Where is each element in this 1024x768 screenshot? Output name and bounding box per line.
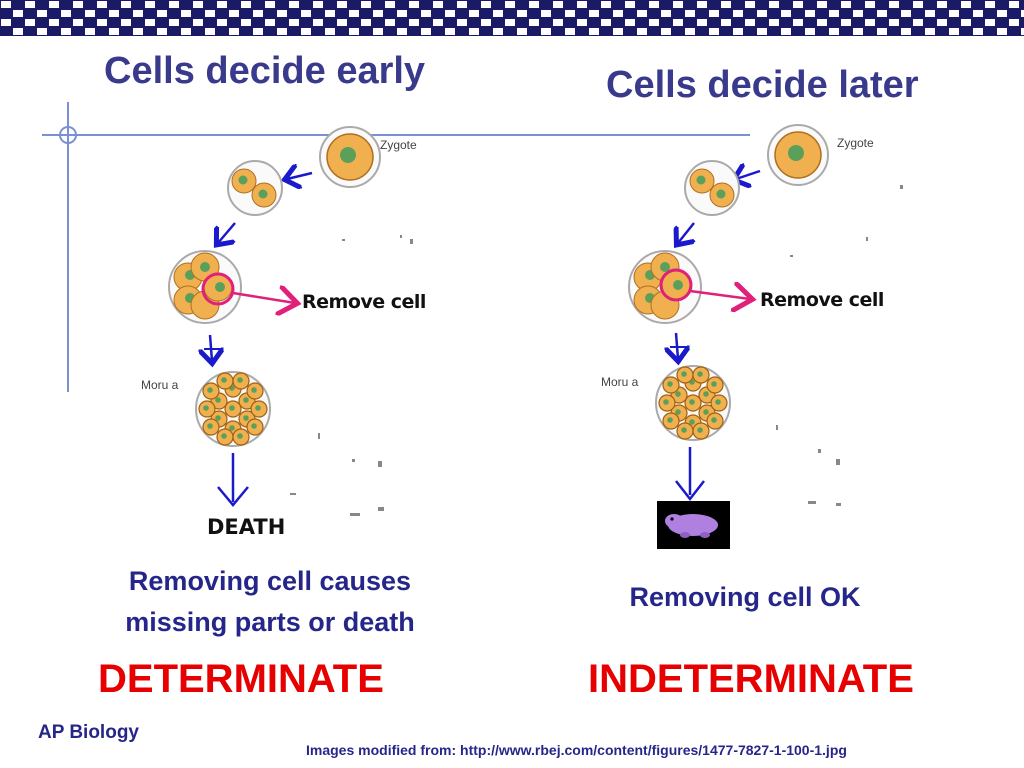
image-credit: Images modified from: http://www.rbej.co… xyxy=(306,742,847,758)
determinate-label: DETERMINATE xyxy=(98,657,384,702)
arrow-icon xyxy=(736,171,760,179)
zygote-cell xyxy=(768,125,828,185)
zygote-label: Zygote xyxy=(837,136,874,150)
morula-label: Moru a xyxy=(601,375,638,389)
zygote-label: Zygote xyxy=(380,138,417,152)
remove-cell-label: Remove cell xyxy=(302,291,426,313)
two-cell-stage xyxy=(228,161,282,215)
death-label: DEATH xyxy=(207,515,285,539)
two-cell-stage xyxy=(685,161,739,215)
arrow-icon xyxy=(678,223,694,243)
organism-icon xyxy=(657,501,730,549)
four-cell-stage xyxy=(169,251,241,323)
morula-stage xyxy=(196,372,270,446)
left-caption: Removing cell causes missing parts or de… xyxy=(60,561,480,643)
arrow-icon xyxy=(218,223,235,243)
right-title: Cells decide later xyxy=(606,64,919,107)
left-caption-line1: Removing cell causes xyxy=(60,561,480,602)
course-label: AP Biology xyxy=(38,722,139,744)
indeterminate-label: INDETERMINATE xyxy=(588,657,914,702)
remove-cell-label: Remove cell xyxy=(760,289,884,311)
determinate-diagram xyxy=(130,115,440,545)
remove-arrow-icon xyxy=(233,293,295,303)
arrow-icon xyxy=(287,173,312,179)
indeterminate-diagram xyxy=(590,115,920,555)
left-title: Cells decide early xyxy=(104,50,425,93)
right-caption: Removing cell OK xyxy=(560,577,930,618)
left-caption-line2: missing parts or death xyxy=(60,602,480,643)
four-cell-stage xyxy=(629,251,701,323)
morula-label: Moru a xyxy=(141,378,178,392)
morula-stage xyxy=(656,366,730,440)
zygote-cell xyxy=(320,127,380,187)
